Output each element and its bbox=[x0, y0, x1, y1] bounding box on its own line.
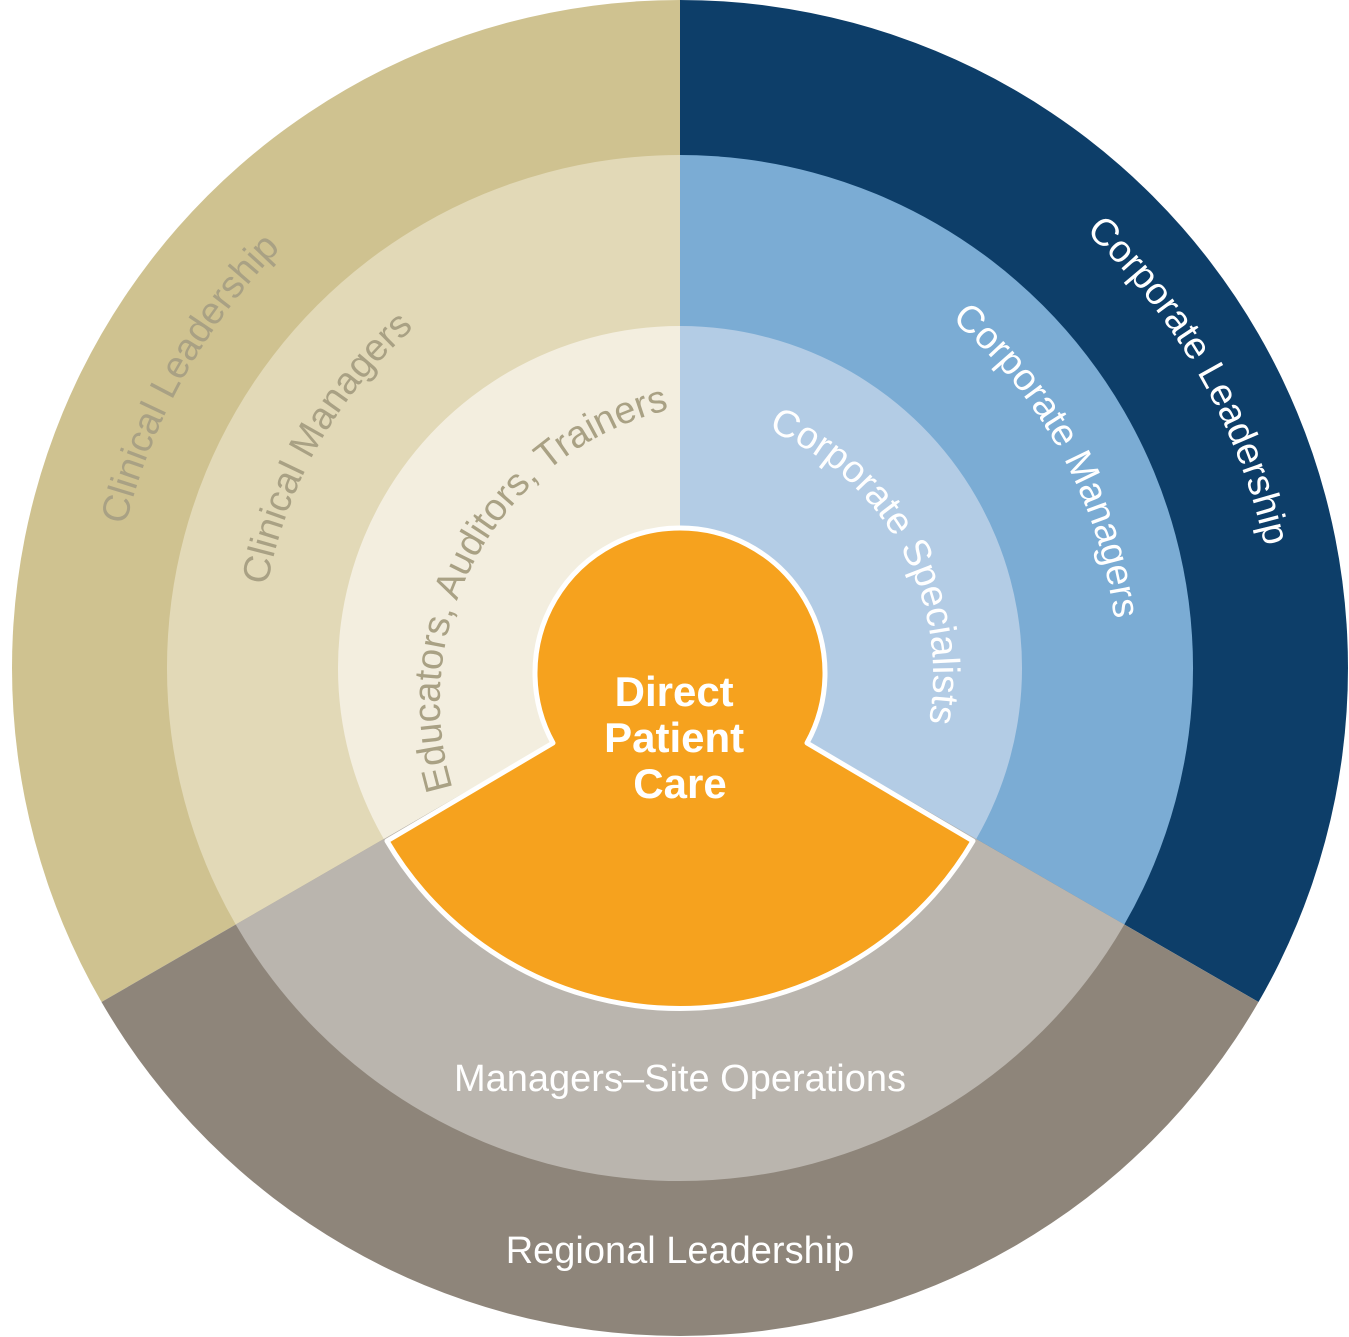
direct-patient-care-label: Direct Patient Care bbox=[604, 668, 756, 807]
direct-patient-care-shape bbox=[384, 525, 976, 1012]
regional-leadership-label: Regional Leadership bbox=[506, 1230, 855, 1272]
center-label-line-2: Patient bbox=[604, 714, 744, 761]
center-label-line-1: Direct bbox=[615, 668, 734, 715]
managers-site-operations-label: Managers–Site Operations bbox=[454, 1058, 906, 1100]
center-label-line-3: Care bbox=[633, 760, 726, 807]
